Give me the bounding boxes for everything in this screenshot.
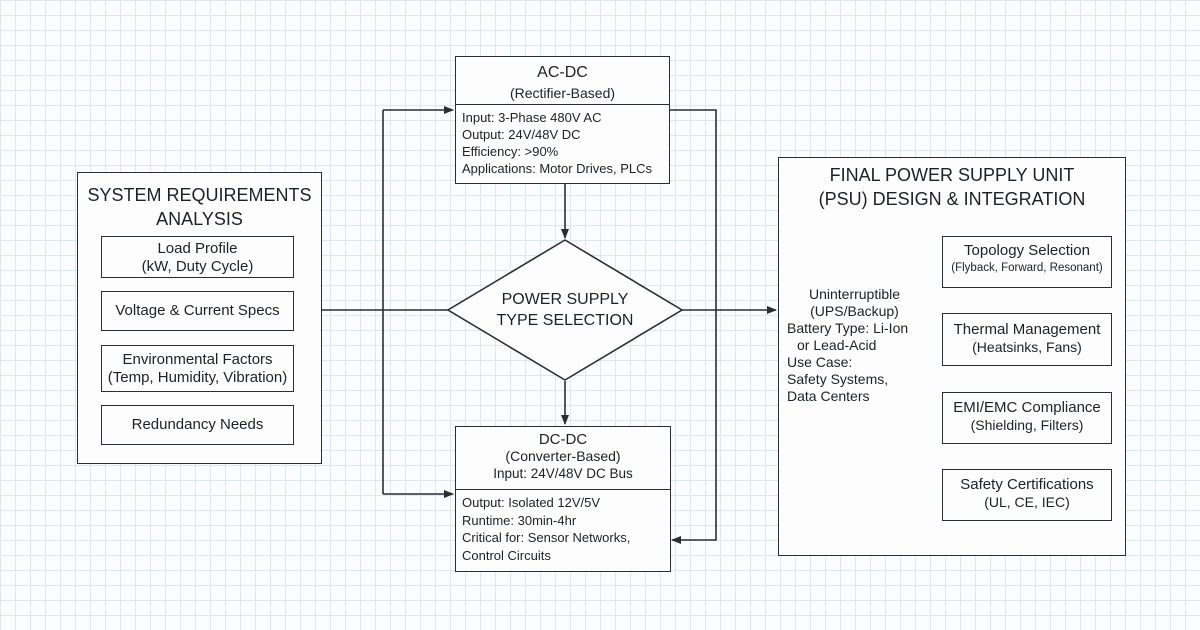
requirement-detail: (kW, Duty Cycle) xyxy=(141,258,254,275)
requirement-environmental: Environmental Factors (Temp, Humidity, V… xyxy=(101,345,294,392)
acdc-details: Input: 3-Phase 480V AC Output: 24V/48V D… xyxy=(462,109,652,177)
psu-item-detail: (Shielding, Filters) xyxy=(970,417,1084,433)
dcdc-details: Output: Isolated 12V/5V Runtime: 30min-4… xyxy=(462,494,630,564)
requirements-title-line: ANALYSIS xyxy=(156,209,243,229)
requirement-redundancy: Redundancy Needs xyxy=(101,405,294,445)
psu-safety-certifications: Safety Certifications (UL, CE, IEC) xyxy=(942,469,1112,521)
acdc-detail-line: Input: 3-Phase 480V AC xyxy=(462,110,602,125)
dcdc-detail-line: Critical for: Sensor Networks, xyxy=(462,530,631,545)
ups-line: or Lead-Acid xyxy=(797,337,877,353)
psu-title: FINAL POWER SUPPLY UNIT (PSU) DESIGN & I… xyxy=(779,163,1125,211)
selection-diamond-shape xyxy=(446,239,684,381)
dcdc-box: DC-DC (Converter-Based) Input: 24V/48V D… xyxy=(455,426,671,572)
psu-item-label: Safety Certifications xyxy=(960,476,1094,493)
dcdc-detail-line: Output: Isolated 12V/5V xyxy=(462,495,601,510)
requirement-label: Load Profile xyxy=(157,240,238,257)
requirement-voltage-current: Voltage & Current Specs xyxy=(101,291,294,331)
requirement-label: Environmental Factors xyxy=(122,351,273,368)
ups-line: Safety Systems, xyxy=(787,371,889,387)
dcdc-detail-line: Runtime: 30min-4hr xyxy=(462,512,577,528)
requirement-load-profile: Load Profile (kW, Duty Cycle) xyxy=(101,236,294,278)
selection-label-line: TYPE SELECTION xyxy=(496,312,634,329)
acdc-detail-line: Output: 24V/48V DC xyxy=(462,127,581,142)
ups-line: Battery Type: Li-Ion xyxy=(787,320,909,336)
ups-description: Uninterruptible (UPS/Backup) Battery Typ… xyxy=(787,286,922,405)
selection-diamond-label: POWER SUPPLY TYPE SELECTION xyxy=(470,289,660,331)
acdc-subtitle: (Rectifier-Based) xyxy=(509,85,616,101)
ups-line: (UPS/Backup) xyxy=(810,303,899,319)
acdc-detail-line: Applications: Motor Drives, PLCs xyxy=(462,161,653,176)
psu-emi-emc: EMI/EMC Compliance (Shielding, Filters) xyxy=(942,392,1112,444)
acdc-title: AC-DC (Rectifier-Based) xyxy=(456,63,669,103)
psu-title-line: (PSU) DESIGN & INTEGRATION xyxy=(818,189,1086,209)
ups-line: Data Centers xyxy=(787,388,870,404)
dcdc-subtitle: (Converter-Based) xyxy=(505,448,621,464)
psu-item-detail: (Heatsinks, Fans) xyxy=(972,339,1082,355)
requirement-detail: (Temp, Humidity, Vibration) xyxy=(107,369,288,386)
ups-line: Uninterruptible xyxy=(808,286,901,302)
psu-title-line: FINAL POWER SUPPLY UNIT xyxy=(829,165,1075,185)
dcdc-detail-line: Control Circuits xyxy=(462,547,551,563)
psu-item-label: Topology Selection xyxy=(964,242,1090,259)
acdc-divider xyxy=(456,104,669,105)
requirements-title: SYSTEM REQUIREMENTS ANALYSIS xyxy=(78,183,321,231)
psu-item-label: Thermal Management xyxy=(953,321,1101,338)
requirement-label: Redundancy Needs xyxy=(131,416,264,433)
requirement-label: Voltage & Current Specs xyxy=(115,302,280,319)
dcdc-divider xyxy=(456,489,670,490)
psu-item-label: EMI/EMC Compliance xyxy=(953,399,1101,416)
acdc-box: AC-DC (Rectifier-Based) Input: 3-Phase 4… xyxy=(455,56,670,184)
psu-thermal-management: Thermal Management (Heatsinks, Fans) xyxy=(942,313,1112,366)
dcdc-title: DC-DC (Converter-Based) Input: 24V/48V D… xyxy=(456,431,670,482)
acdc-title-line: AC-DC xyxy=(537,64,588,81)
ups-line: Use Case: xyxy=(787,354,853,370)
requirements-title-line: SYSTEM REQUIREMENTS xyxy=(87,185,312,205)
acdc-detail-line: Efficiency: >90% xyxy=(462,144,559,159)
psu-item-detail: (UL, CE, IEC) xyxy=(984,494,1070,510)
psu-topology-selection: Topology Selection (Flyback, Forward, Re… xyxy=(942,236,1112,288)
dcdc-input: Input: 24V/48V DC Bus xyxy=(493,466,633,481)
dcdc-title-line: DC-DC xyxy=(538,431,588,448)
selection-label-line: POWER SUPPLY xyxy=(501,291,629,308)
arrow-acdc-loop-to-dcdc xyxy=(670,109,717,544)
psu-item-detail: (Flyback, Forward, Resonant) xyxy=(951,262,1103,274)
